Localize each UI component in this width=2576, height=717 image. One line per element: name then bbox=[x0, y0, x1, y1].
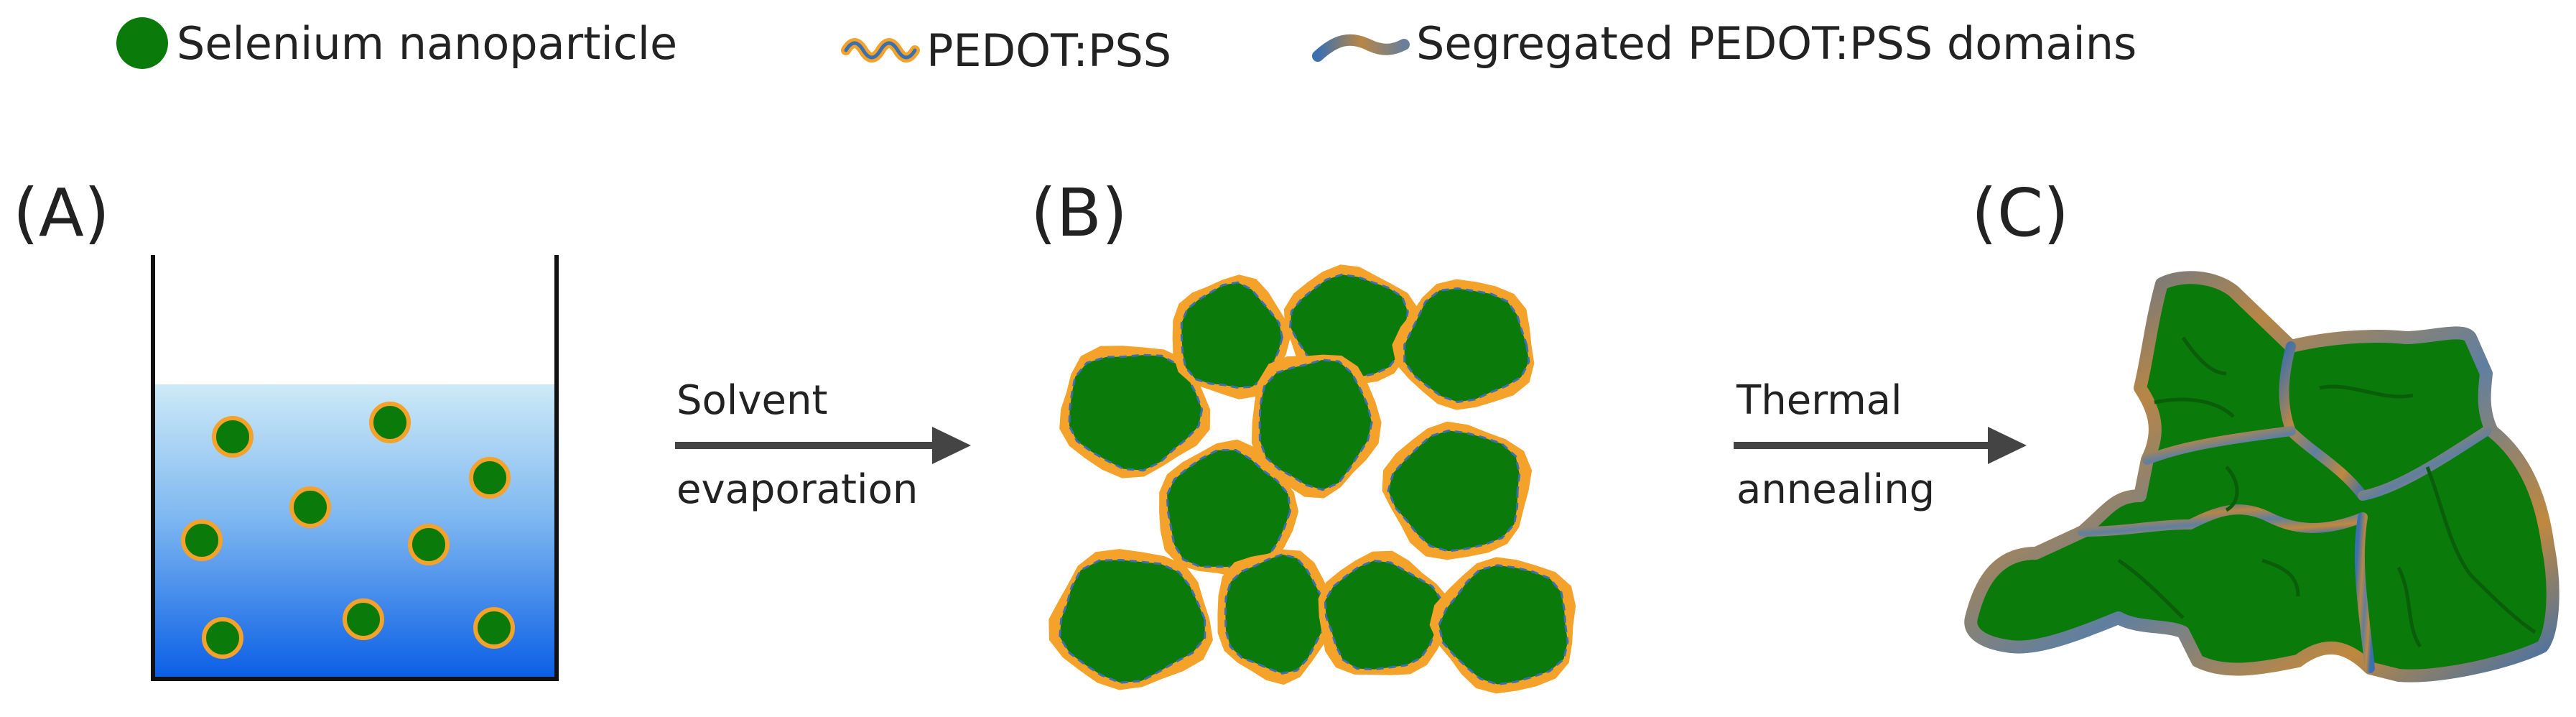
coated-selenium-nanoparticle bbox=[1392, 279, 1535, 410]
selenium-core bbox=[1324, 559, 1443, 671]
grain-boundaries bbox=[2117, 336, 2537, 648]
coated-selenium-nanoparticle bbox=[1217, 549, 1336, 685]
legend-label: Selenium nanoparticle bbox=[177, 17, 677, 70]
arrow-thermal-annealing: Thermal annealing bbox=[1734, 377, 2027, 513]
selenium-nanoparticle bbox=[369, 402, 411, 443]
coated-selenium-nanoparticle bbox=[1059, 346, 1211, 478]
selenium-core bbox=[1403, 287, 1530, 404]
panel-label: (B) bbox=[1031, 175, 1127, 251]
coated-selenium-nanoparticle bbox=[1429, 557, 1576, 694]
selenium-nanoparticle bbox=[473, 607, 515, 649]
legend-item-pedot: PEDOT:PSS bbox=[841, 24, 1171, 77]
annealed-film bbox=[1964, 271, 2559, 683]
segregated-strip-icon bbox=[1312, 34, 1410, 62]
panel-b: (B) bbox=[1031, 175, 1576, 694]
selenium-nanoparticle bbox=[212, 416, 254, 458]
selenium-core bbox=[1387, 429, 1521, 552]
arrow-label-line1: Solvent bbox=[676, 377, 827, 424]
legend-label: Segregated PEDOT:PSS domains bbox=[1416, 17, 2136, 70]
dispersed-nanoparticles bbox=[181, 402, 515, 659]
selenium-nanoparticle bbox=[469, 457, 511, 499]
selenium-core bbox=[1438, 564, 1569, 686]
arrow-head-icon bbox=[1988, 427, 2027, 464]
selenium-core bbox=[1059, 558, 1206, 684]
legend-label: PEDOT:PSS bbox=[926, 24, 1171, 77]
selenium-nanoparticle bbox=[343, 598, 384, 640]
packed-nanoparticles bbox=[1048, 264, 1576, 694]
selenium-core bbox=[1289, 273, 1409, 381]
coated-selenium-nanoparticle bbox=[1172, 274, 1291, 399]
arrow-head-icon bbox=[932, 427, 971, 464]
selenium-core bbox=[1180, 281, 1283, 389]
legend-item-selenium: Selenium nanoparticle bbox=[116, 17, 677, 70]
legend-item-segregated: Segregated PEDOT:PSS domains bbox=[1312, 17, 2136, 70]
beaker bbox=[151, 255, 559, 681]
arrow-label-line1: Thermal bbox=[1736, 377, 1902, 424]
panel-label: (C) bbox=[1971, 175, 2069, 251]
legend: Selenium nanoparticle PEDOT:PSS Segregat… bbox=[116, 17, 2136, 77]
fused-selenium-domain bbox=[1964, 271, 2559, 683]
selenium-core bbox=[1224, 553, 1327, 675]
selenium-nanoparticle bbox=[408, 524, 450, 565]
coated-selenium-nanoparticle bbox=[1382, 421, 1533, 560]
selenium-core bbox=[1068, 353, 1204, 472]
selenium-nanoparticle bbox=[181, 519, 223, 561]
wavy-chain-icon bbox=[841, 38, 920, 63]
coated-selenium-nanoparticle bbox=[1318, 550, 1451, 675]
selenium-nanoparticle bbox=[202, 617, 243, 659]
coated-selenium-nanoparticle bbox=[1048, 549, 1213, 690]
arrow-label-line2: annealing bbox=[1736, 466, 1935, 513]
coated-selenium-nanoparticle bbox=[1251, 354, 1382, 499]
arrow-solvent-evaporation: Solvent evaporation bbox=[675, 377, 971, 513]
green-circle-icon bbox=[116, 17, 168, 69]
panel-a: (A) bbox=[13, 175, 559, 681]
coated-selenium-nanoparticle bbox=[1159, 439, 1299, 578]
arrow-label-line2: evaporation bbox=[676, 466, 918, 513]
selenium-nanoparticle bbox=[289, 486, 331, 528]
panel-c: (C) bbox=[1964, 175, 2559, 683]
panel-label: (A) bbox=[13, 175, 110, 251]
selenium-core bbox=[1258, 358, 1373, 491]
beaker-outline bbox=[151, 255, 559, 681]
